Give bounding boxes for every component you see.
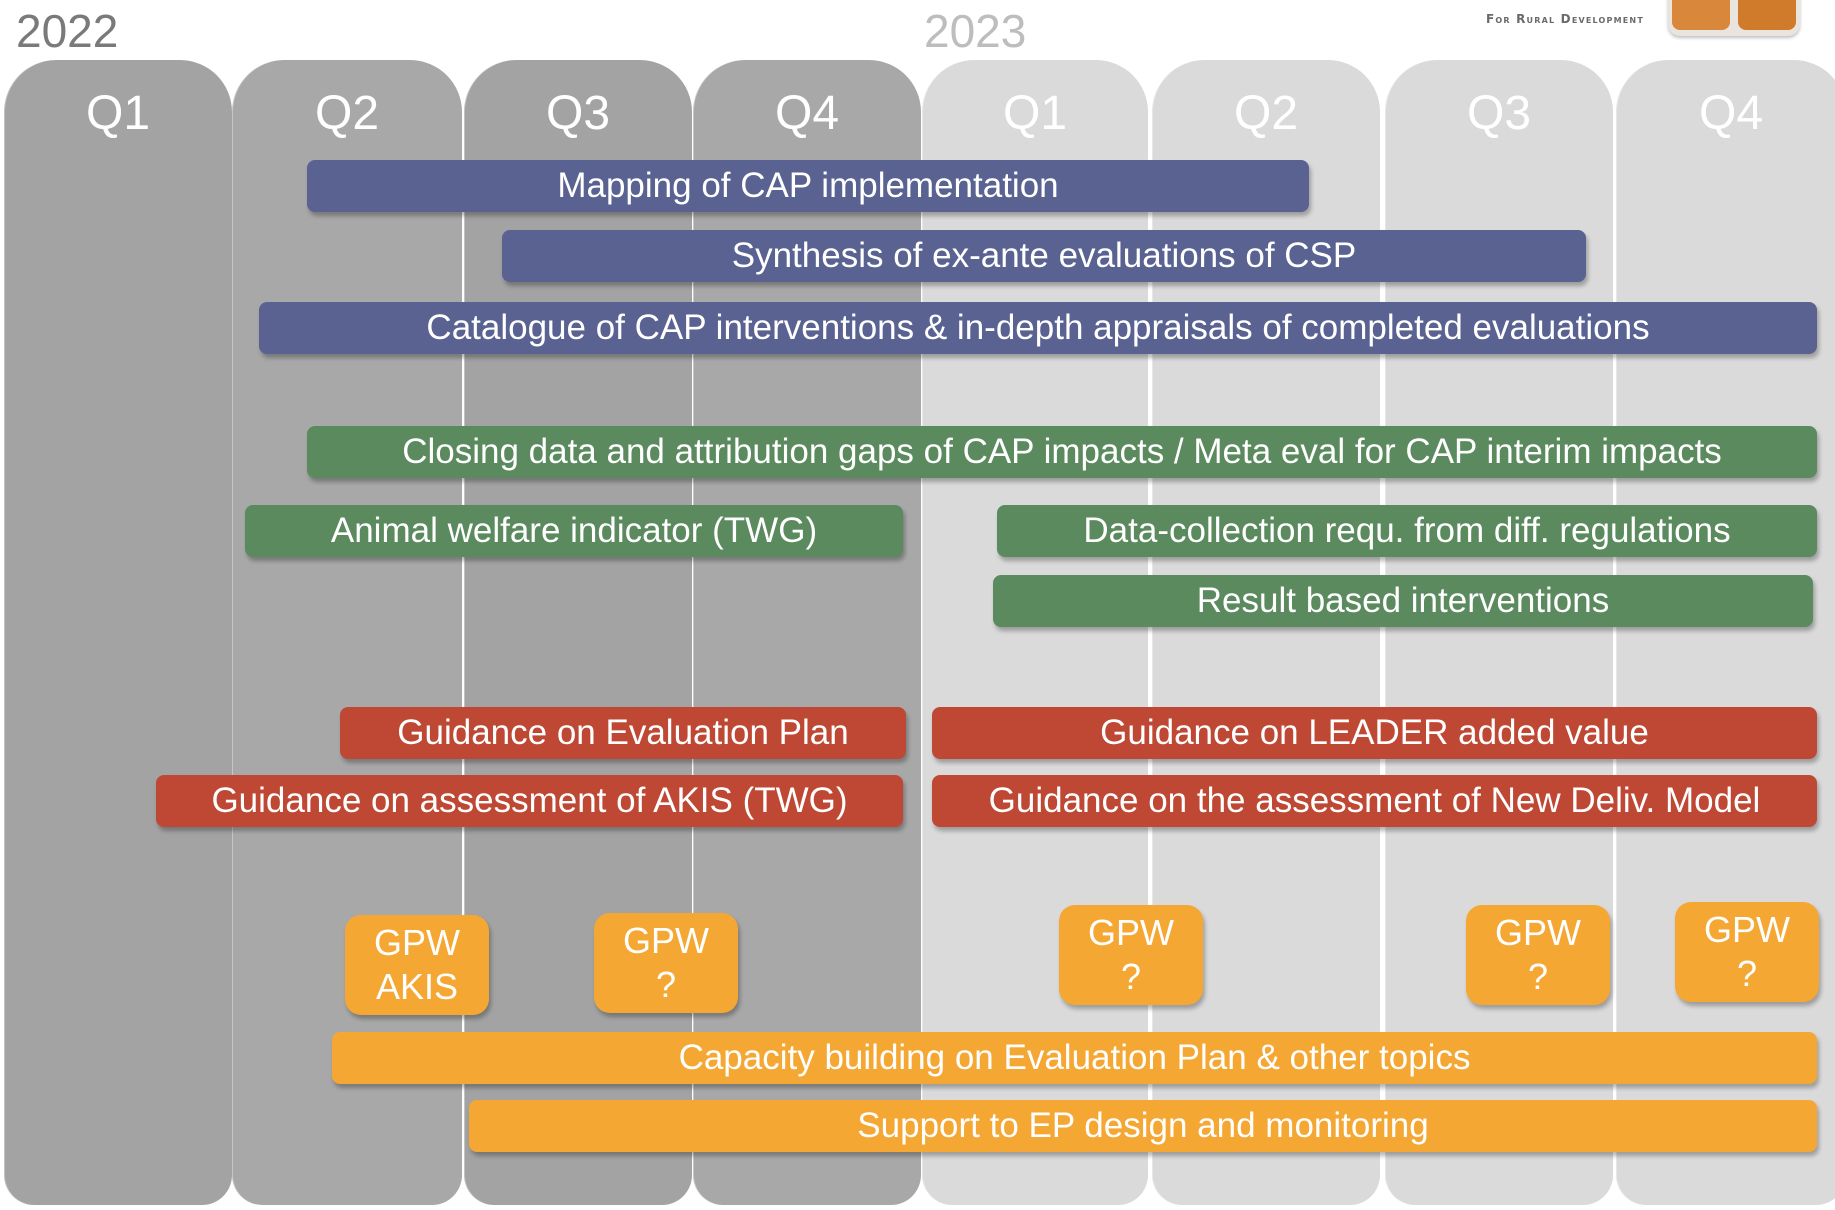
bar-closing-data-gaps: Closing data and attribution gaps of CAP… <box>307 426 1817 478</box>
org-tagline: For Rural Development <box>1485 12 1644 26</box>
quarter-label: Q3 <box>545 87 611 140</box>
bar-catalogue-cap-interventions: Catalogue of CAP interventions & in-dept… <box>259 302 1817 354</box>
gpw-box-2023-q1: GPW ? <box>1059 905 1203 1005</box>
quarter-label: Q1 <box>1002 87 1068 140</box>
gpw-subtitle: ? <box>1736 953 1758 994</box>
organisation-logo <box>1668 0 1800 36</box>
bar-mapping-cap-implementation: Mapping of CAP implementation <box>307 160 1309 212</box>
bar-data-collection-requirements: Data-collection requ. from diff. regulat… <box>997 505 1817 557</box>
bar-guidance-assessment-akis: Guidance on assessment of AKIS (TWG) <box>156 775 903 827</box>
gpw-title: GPW <box>623 920 709 961</box>
gpw-box-2023-q4: GPW ? <box>1675 902 1819 1002</box>
quarter-label: Q2 <box>314 87 380 140</box>
bar-animal-welfare-indicator: Animal welfare indicator (TWG) <box>245 505 903 557</box>
quarter-label: Q4 <box>774 87 840 140</box>
logo-tile-left <box>1672 0 1730 30</box>
logo-tile-right <box>1738 0 1796 30</box>
gpw-title: GPW <box>1088 912 1174 953</box>
gpw-title: GPW <box>1495 912 1581 953</box>
quarter-column-2022-q1: Q1 <box>4 60 232 1205</box>
quarter-label: Q4 <box>1698 87 1764 140</box>
bar-result-based-interventions: Result based interventions <box>993 575 1813 627</box>
gpw-subtitle: AKIS <box>375 966 459 1007</box>
bar-guidance-new-delivery-model: Guidance on the assessment of New Deliv.… <box>932 775 1817 827</box>
quarter-label: Q2 <box>1233 87 1299 140</box>
year-2022-label: 2022 <box>16 5 119 57</box>
gpw-title: GPW <box>374 922 460 963</box>
bar-capacity-building: Capacity building on Evaluation Plan & o… <box>332 1032 1817 1084</box>
bar-guidance-evaluation-plan: Guidance on Evaluation Plan <box>340 707 906 759</box>
gpw-title: GPW <box>1704 909 1790 950</box>
quarter-label: Q1 <box>85 87 151 140</box>
gpw-subtitle: ? <box>655 964 677 1005</box>
quarter-column-2023-q4: Q4 <box>1616 60 1835 1205</box>
bar-support-ep-design: Support to EP design and monitoring <box>469 1100 1817 1152</box>
gpw-box-2022-q3: GPW ? <box>594 913 738 1013</box>
bar-synthesis-ex-ante: Synthesis of ex-ante evaluations of CSP <box>502 230 1586 282</box>
gpw-box-akis: GPW AKIS <box>345 915 489 1015</box>
gpw-subtitle: ? <box>1120 956 1142 997</box>
gpw-subtitle: ? <box>1527 956 1549 997</box>
quarter-label: Q3 <box>1466 87 1532 140</box>
gpw-box-2023-q3: GPW ? <box>1466 905 1610 1005</box>
bar-guidance-leader-added-value: Guidance on LEADER added value <box>932 707 1817 759</box>
year-2023-label: 2023 <box>924 5 1027 57</box>
